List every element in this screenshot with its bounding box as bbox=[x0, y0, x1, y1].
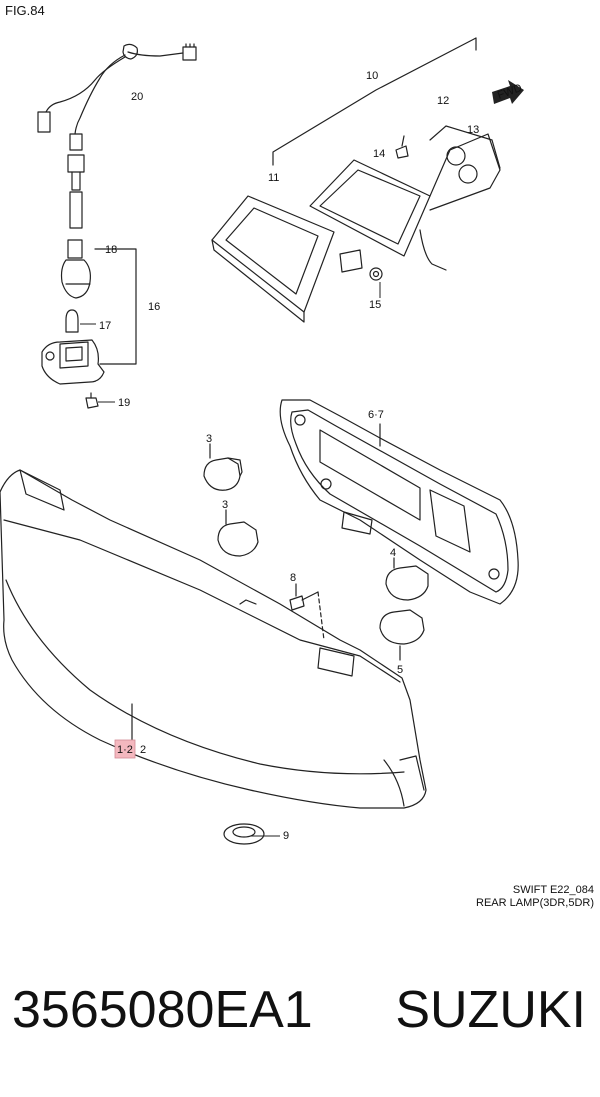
callout-3b: 3 bbox=[222, 499, 228, 511]
callout-17: 17 bbox=[99, 320, 111, 332]
lens-1-2 bbox=[0, 469, 427, 809]
lamp-housing-6-7 bbox=[279, 399, 519, 605]
screw-14 bbox=[395, 135, 409, 159]
callout-15: 15 bbox=[369, 299, 381, 311]
screw-8 bbox=[289, 591, 319, 611]
bulb-12-13 bbox=[446, 146, 478, 184]
callout-4: 4 bbox=[390, 547, 396, 559]
callout-5: 5 bbox=[397, 664, 403, 676]
bulb-4 bbox=[385, 565, 429, 601]
callout-10: 10 bbox=[366, 70, 378, 82]
bracket-16 bbox=[94, 248, 137, 365]
screw-8-path bbox=[317, 591, 325, 641]
footer-area bbox=[0, 915, 600, 1097]
bulb-17 bbox=[65, 309, 79, 333]
bulb-3-upper bbox=[203, 457, 243, 491]
callout-16: 16 bbox=[148, 301, 160, 313]
highlight-box bbox=[114, 739, 136, 759]
lamp-base-16 bbox=[41, 339, 105, 385]
figure-label: FIG.84 bbox=[5, 3, 45, 18]
fwd-arrow-icon bbox=[492, 80, 524, 104]
reflector-housing bbox=[309, 125, 501, 273]
wiring-harness-20 bbox=[37, 43, 197, 229]
caption-model: SWIFT E22_084 bbox=[512, 884, 594, 896]
screw-19 bbox=[85, 392, 99, 409]
grommet-9 bbox=[223, 823, 265, 845]
callout-9: 9 bbox=[283, 830, 289, 842]
bulb-3-lower bbox=[217, 521, 259, 557]
callout-20: 20 bbox=[131, 91, 143, 103]
rear-lamp-exploded-diagram: FWD 1·2 2 3 3 4 5 6·7 8 9 10 11 12 13 14… bbox=[0, 37, 524, 845]
caption-title: REAR LAMP(3DR,5DR) bbox=[476, 897, 594, 909]
callout-13: 13 bbox=[467, 124, 479, 136]
clip-15 bbox=[369, 267, 383, 281]
callout-12: 12 bbox=[437, 95, 449, 107]
callout-18: 18 bbox=[105, 244, 117, 256]
callout-14: 14 bbox=[373, 148, 385, 160]
socket-18 bbox=[60, 239, 91, 299]
part-number: 3565080EA1 bbox=[12, 981, 313, 1039]
callout-11: 11 bbox=[268, 172, 279, 184]
bezel-11 bbox=[211, 195, 335, 323]
bulb-5 bbox=[379, 609, 425, 645]
callout-1-2: 1·2 bbox=[117, 744, 133, 756]
assembly-leader-10 bbox=[272, 37, 477, 166]
callout-8: 8 bbox=[290, 572, 296, 584]
callout-2: 2 bbox=[140, 744, 146, 756]
brand-name: SUZUKI bbox=[395, 981, 586, 1039]
fwd-label: FWD bbox=[496, 82, 524, 102]
callout-6-7: 6·7 bbox=[368, 409, 384, 421]
diagram-caption: SWIFT E22_084 REAR LAMP(3DR,5DR) bbox=[476, 884, 594, 910]
callout-3a: 3 bbox=[206, 433, 212, 445]
callout-19: 19 bbox=[118, 397, 130, 409]
